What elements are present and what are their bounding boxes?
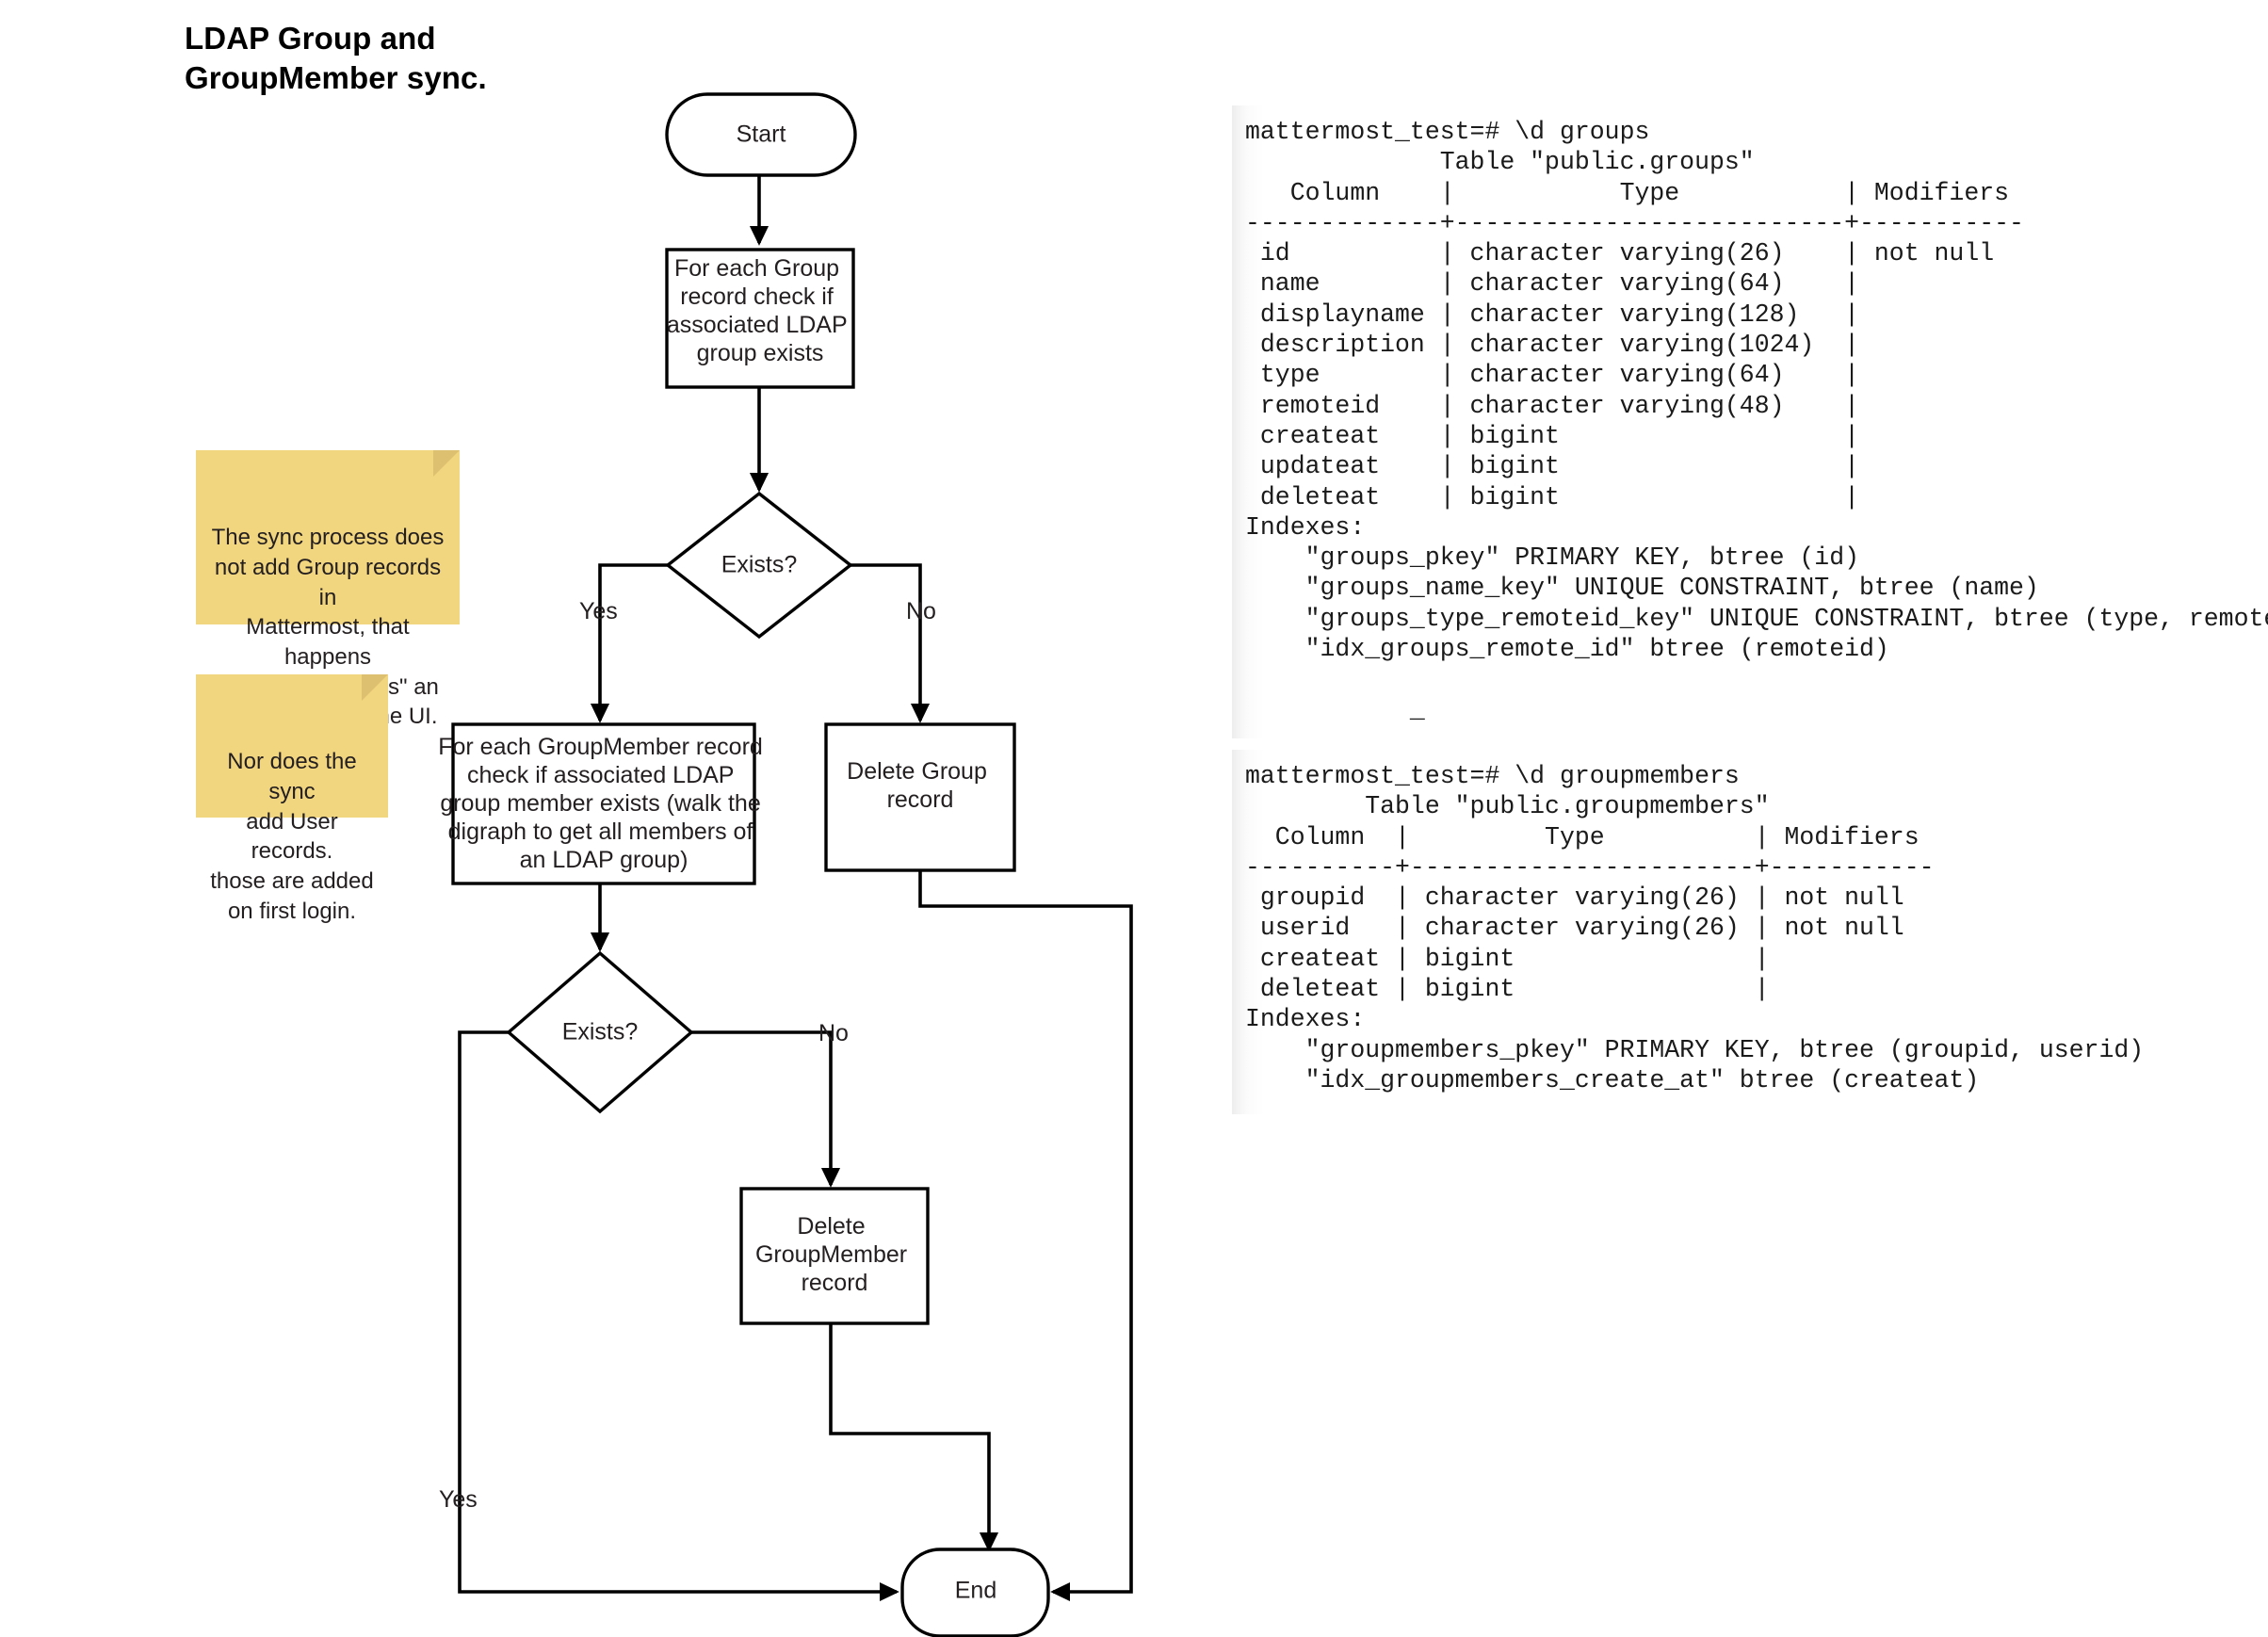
node-check-group-label: For each Group record check if associate… xyxy=(667,255,853,366)
note-fold-icon xyxy=(362,674,388,701)
node-decision-group-exists[interactable]: Exists? xyxy=(665,491,853,640)
node-decision-groupmember-exists[interactable]: Exists? xyxy=(506,950,694,1114)
sticky-note-group-records: The sync process does not add Group reco… xyxy=(196,450,460,729)
node-start-label: Start xyxy=(737,122,786,148)
node-check-groupmember[interactable]: For each GroupMember record check if ass… xyxy=(438,722,770,885)
edge-label-group-yes: Yes xyxy=(579,598,618,624)
flowchart: Start For each Group record check if ass… xyxy=(438,92,1133,1637)
node-delete-groupmember[interactable]: Delete GroupMember record xyxy=(739,1187,930,1325)
edge-label-groupmember-yes: Yes xyxy=(439,1486,478,1513)
node-end-label: End xyxy=(955,1578,996,1604)
node-check-groupmember-label: For each GroupMember record check if ass… xyxy=(438,734,770,873)
note-fold-icon xyxy=(433,450,460,477)
edge-group-no xyxy=(850,563,931,723)
edge-delete-group-to-end xyxy=(918,870,1133,1602)
node-decision-groupmember-label: Exists? xyxy=(562,1019,639,1045)
node-delete-groupmember-label: Delete GroupMember record xyxy=(755,1213,914,1296)
edge-groupmember-yes xyxy=(458,1030,899,1602)
node-start[interactable]: Start xyxy=(665,92,857,177)
node-delete-group[interactable]: Delete Group record xyxy=(824,722,1016,872)
edge-label-groupmember-no: No xyxy=(818,1020,849,1046)
edge-delete-groupmember-to-end xyxy=(829,1323,999,1552)
node-decision-group-label: Exists? xyxy=(721,552,798,578)
sticky-note-user-records: Nor does the sync add User records. thos… xyxy=(196,674,388,924)
page-title: LDAP Group and GroupMember sync. xyxy=(185,21,487,95)
node-end[interactable]: End xyxy=(900,1548,1050,1637)
edge-groupmember-no xyxy=(691,1030,841,1188)
edge-group-yes xyxy=(590,563,668,723)
terminal-output-groups: mattermost_test=# \d groups Table "publi… xyxy=(1232,105,2268,738)
node-delete-group-label: Delete Group record xyxy=(847,758,994,813)
edge-label-group-no: No xyxy=(906,598,936,624)
node-check-group[interactable]: For each Group record check if associate… xyxy=(665,248,855,389)
terminal-output-groupmembers: mattermost_test=# \d groupmembers Table … xyxy=(1232,750,2259,1115)
sticky-note-text: Nor does the sync add User records. thos… xyxy=(210,749,374,924)
